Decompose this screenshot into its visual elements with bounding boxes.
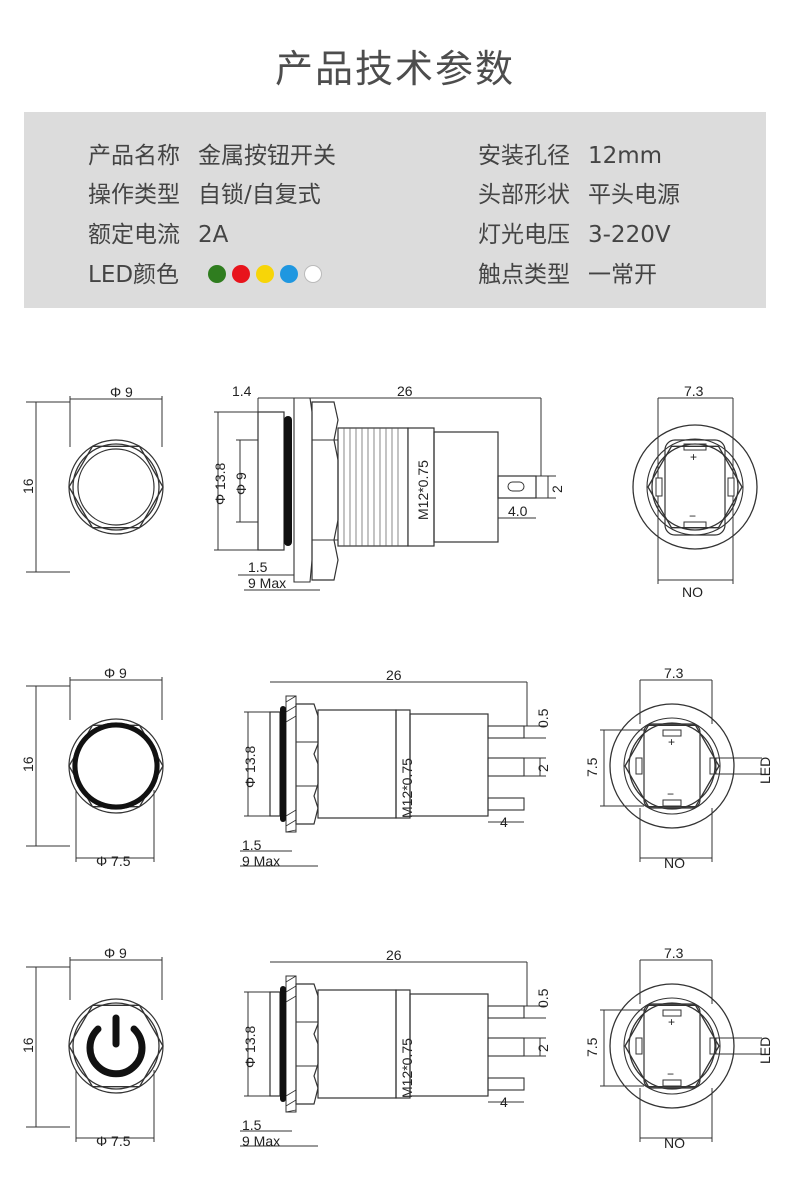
rear-view-led-power: + − 7.3 7.5 LED NO bbox=[584, 945, 773, 1151]
dim-1-5: 1.5 bbox=[242, 837, 262, 853]
dim-terminal-2: 2 bbox=[535, 764, 551, 772]
led-color-swatches bbox=[208, 264, 323, 283]
spec-label: LED颜色 bbox=[88, 262, 180, 288]
power-icon bbox=[86, 1025, 146, 1078]
label-led: LED bbox=[757, 1037, 773, 1064]
dim-height-16: 16 bbox=[20, 1037, 36, 1053]
dim-9-max: 9 Max bbox=[242, 853, 280, 869]
dim-terminal-4-0: 4.0 bbox=[508, 503, 528, 519]
led-color-dot-white bbox=[304, 264, 323, 283]
dim-height-16: 16 bbox=[20, 478, 36, 494]
plus-mark: + bbox=[668, 1015, 675, 1029]
dim-phi13-8: Φ 13.8 bbox=[242, 1025, 258, 1068]
dim-phi9-side: Φ 9 bbox=[233, 472, 249, 495]
thread-label: M12*0.75 bbox=[399, 1038, 415, 1098]
dim-phi13-8: Φ 13.8 bbox=[242, 745, 258, 788]
dim-7-3: 7.3 bbox=[664, 945, 684, 961]
dim-terminal-4: 4 bbox=[500, 814, 508, 830]
front-view-ring: Φ 9 16 Φ 7.5 bbox=[20, 665, 164, 869]
label-no: NO bbox=[664, 1135, 685, 1151]
dim-phi9: Φ 9 bbox=[110, 384, 133, 400]
spec-value: 一常开 bbox=[588, 262, 657, 288]
dim-9-max: 9 Max bbox=[242, 1133, 280, 1149]
spec-value: 自锁/自复式 bbox=[198, 182, 321, 208]
spec-label: 产品名称 bbox=[88, 143, 180, 169]
minus-mark: − bbox=[667, 1067, 674, 1081]
spec-row-led-color: LED颜色 bbox=[88, 255, 323, 289]
dim-9-max: 9 Max bbox=[248, 575, 286, 591]
led-color-dot-yellow bbox=[256, 264, 275, 283]
plus-mark: + bbox=[668, 735, 675, 749]
dim-0-5: 0.5 bbox=[535, 708, 551, 728]
side-view-power: M12*0.75 26 Φ 13.8 1.5 9 Max 0.5 2 4 bbox=[240, 947, 551, 1149]
front-view-flat: Φ 9 16 bbox=[20, 384, 164, 573]
plus-mark: + bbox=[690, 450, 697, 464]
dim-7-3: 7.3 bbox=[664, 665, 684, 681]
spec-row-operation: 操作类型自锁/自复式 bbox=[88, 175, 321, 209]
dim-height-16: 16 bbox=[20, 756, 36, 772]
spec-value: 2A bbox=[198, 222, 229, 248]
dim-terminal-2: 2 bbox=[549, 485, 565, 493]
spec-row-voltage: 灯光电压 3-220V bbox=[478, 215, 671, 249]
spec-row-name: 产品名称金属按钮开关 bbox=[88, 136, 336, 170]
dim-7-3: 7.3 bbox=[684, 383, 704, 399]
dim-length-26: 26 bbox=[397, 383, 413, 399]
dim-phi9: Φ 9 bbox=[104, 665, 127, 681]
dim-0-5: 0.5 bbox=[535, 988, 551, 1008]
front-view-power: Φ 9 16 Φ 7.5 bbox=[20, 945, 164, 1149]
spec-label: 头部形状 bbox=[478, 182, 570, 208]
spec-value: 金属按钮开关 bbox=[198, 143, 336, 169]
dim-phi9: Φ 9 bbox=[104, 945, 127, 961]
rear-view-led: + − 7.3 7.5 LED NO bbox=[584, 665, 773, 871]
dim-1-4: 1.4 bbox=[232, 383, 252, 399]
label-no: NO bbox=[664, 855, 685, 871]
dim-phi7-5: Φ 7.5 bbox=[96, 1133, 131, 1149]
spec-value: 3-220V bbox=[588, 222, 671, 248]
spec-label: 额定电流 bbox=[88, 222, 180, 248]
spec-label: 触点类型 bbox=[478, 262, 570, 288]
dim-length-26: 26 bbox=[386, 667, 402, 683]
dim-terminal-2: 2 bbox=[535, 1044, 551, 1052]
page-title: 产品技术参数 bbox=[274, 47, 515, 91]
rear-view-flat: + − 7.3 NO bbox=[632, 383, 758, 600]
label-led: LED bbox=[757, 757, 773, 784]
spec-label: 灯光电压 bbox=[478, 222, 570, 248]
side-view-flat: M12*0.75 26 1.4 Φ 13.8 Φ 9 1.5 9 Max 2 4… bbox=[212, 383, 565, 591]
spec-value: 平头电源 bbox=[588, 182, 680, 208]
dim-1-5: 1.5 bbox=[242, 1117, 262, 1133]
thread-label: M12*0.75 bbox=[415, 460, 431, 520]
thread-label: M12*0.75 bbox=[399, 758, 415, 818]
dim-length-26: 26 bbox=[386, 947, 402, 963]
spec-label: 操作类型 bbox=[88, 182, 180, 208]
spec-panel: 产品名称金属按钮开关 操作类型自锁/自复式 额定电流 2A LED颜色 安装孔径 1… bbox=[24, 112, 766, 308]
spec-row-hole: 安装孔径 12mm bbox=[478, 136, 662, 170]
dim-1-5: 1.5 bbox=[248, 559, 268, 575]
minus-mark: − bbox=[689, 509, 696, 523]
label-no: NO bbox=[682, 584, 703, 600]
dim-7-5: 7.5 bbox=[584, 1037, 600, 1057]
dim-phi13-8: Φ 13.8 bbox=[212, 462, 228, 505]
dim-7-5: 7.5 bbox=[584, 757, 600, 777]
spec-row-current: 额定电流 2A bbox=[88, 215, 228, 249]
spec-value: 12mm bbox=[588, 143, 663, 169]
spec-label: 安装孔径 bbox=[478, 143, 570, 169]
minus-mark: − bbox=[667, 787, 674, 801]
led-color-dot-green bbox=[208, 264, 227, 283]
dim-terminal-4: 4 bbox=[500, 1094, 508, 1110]
spec-row-contact: 触点类型一常开 bbox=[478, 255, 657, 289]
dim-phi7-5: Φ 7.5 bbox=[96, 853, 131, 869]
spec-row-head: 头部形状平头电源 bbox=[478, 175, 680, 209]
led-color-dot-red bbox=[232, 264, 251, 283]
side-view-ring: M12*0.75 26 Φ 13.8 1.5 9 Max 0.5 2 4 bbox=[240, 667, 551, 869]
led-color-dot-blue bbox=[280, 264, 299, 283]
